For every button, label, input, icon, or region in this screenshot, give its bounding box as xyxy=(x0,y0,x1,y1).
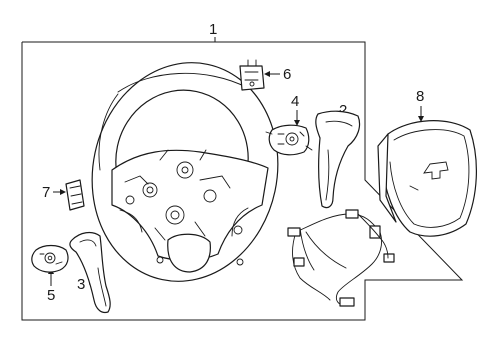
callout-5[interactable]: 5 xyxy=(47,287,55,304)
callout-3[interactable]: 3 xyxy=(77,276,85,293)
callout-2[interactable]: 2 xyxy=(339,102,347,119)
callout-8[interactable]: 8 xyxy=(416,88,424,105)
leader-6-arrow xyxy=(264,71,270,77)
left-control-switch-icon[interactable] xyxy=(31,244,69,273)
callout-6[interactable]: 6 xyxy=(283,66,291,83)
leader-8-arrow xyxy=(418,116,424,122)
airbag-module-icon[interactable] xyxy=(377,120,477,237)
wiring-harness-icon[interactable] xyxy=(287,209,395,307)
callout-4[interactable]: 4 xyxy=(291,93,299,110)
leader-4-arrow xyxy=(294,120,300,126)
right-control-switch-icon[interactable] xyxy=(265,124,313,156)
leader-7-arrow xyxy=(60,189,66,195)
paddle-switch-icon[interactable] xyxy=(239,59,265,91)
callout-1[interactable]: 1 xyxy=(209,21,217,38)
steering-wheel-assembly-icon[interactable] xyxy=(72,45,298,298)
heated-switch-icon[interactable] xyxy=(65,179,85,211)
right-trim-cover-icon[interactable] xyxy=(315,110,361,209)
callout-7[interactable]: 7 xyxy=(42,184,50,201)
assembly-frame xyxy=(21,41,464,321)
left-trim-cover-icon[interactable] xyxy=(69,231,111,314)
